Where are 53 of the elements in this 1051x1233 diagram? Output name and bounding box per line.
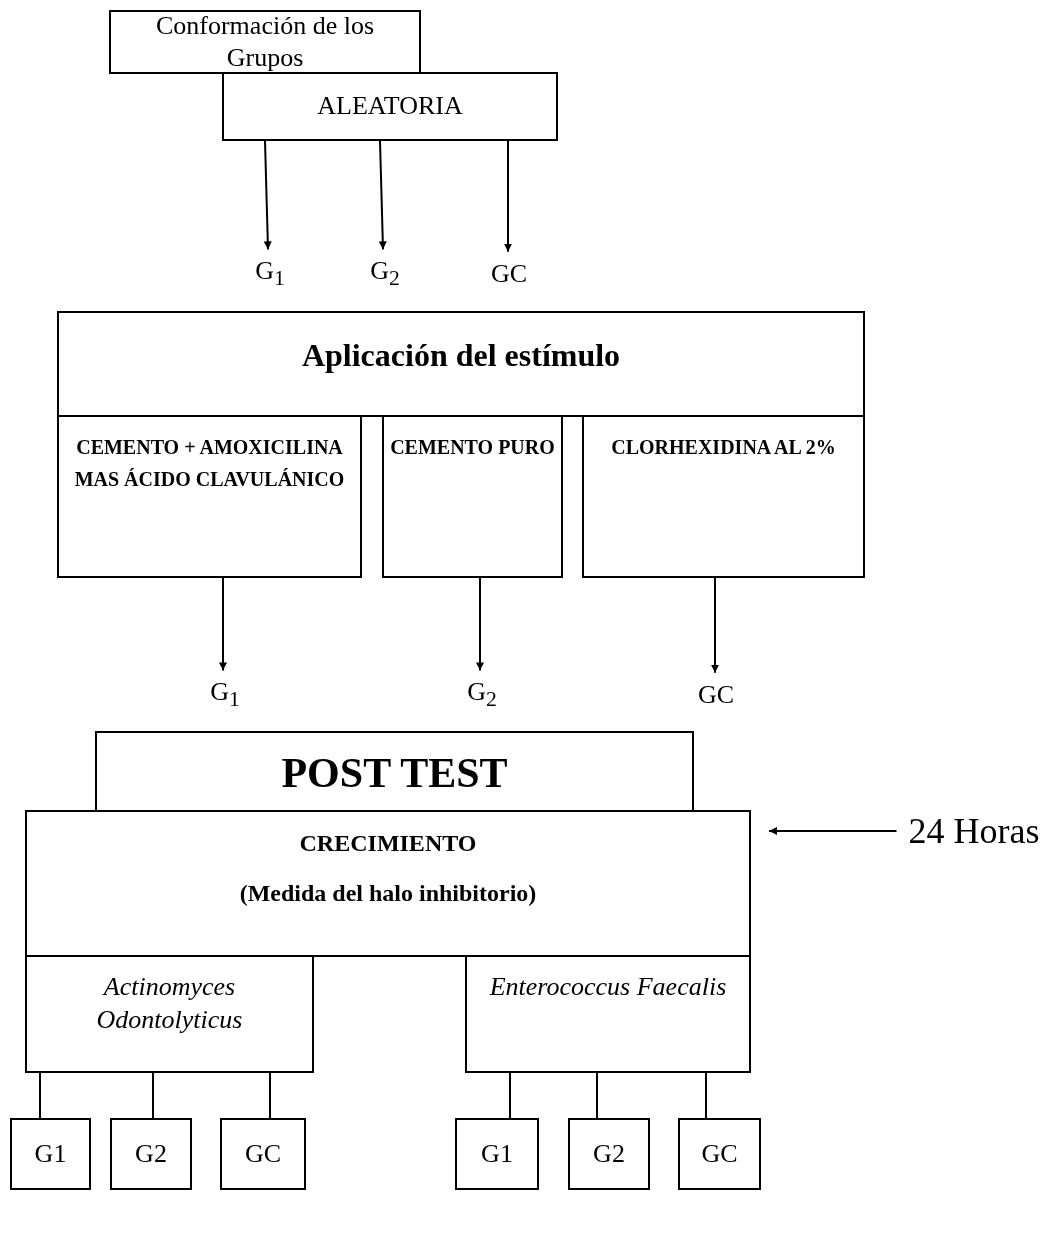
node-text: Conformación de los Grupos <box>154 9 376 74</box>
arrow <box>504 140 512 253</box>
group-box <box>110 1118 192 1190</box>
node-text: Aplicación del estímulo <box>301 336 621 375</box>
connector-line <box>705 1072 707 1119</box>
node-text: CRECIMIENTO <box>299 829 477 858</box>
node-text: CLORHEXIDINA AL 2% <box>611 435 836 460</box>
result-box <box>25 810 751 957</box>
connector-line <box>39 1072 41 1119</box>
treatment-box <box>582 415 865 578</box>
group-label: G$_{2}$ <box>467 676 497 714</box>
group-box <box>455 1118 539 1190</box>
process-box <box>222 72 558 141</box>
group-label: GC <box>490 257 528 290</box>
node-text: CEMENTO PURO <box>390 435 555 460</box>
group-label: GC <box>697 678 735 711</box>
group-label: G$_{2}$ <box>370 255 400 293</box>
group-label: G$_{1}$ <box>210 676 240 714</box>
connector-line <box>269 1072 271 1119</box>
node-text: (Medida del halo inhibitorio) <box>239 879 537 908</box>
arrow <box>768 827 898 835</box>
node-text: GC <box>244 1137 282 1170</box>
group-label: G$_{1}$ <box>255 255 285 293</box>
arrow <box>263 140 272 251</box>
group-box <box>10 1118 91 1190</box>
treatment-box <box>382 415 563 578</box>
connector-line <box>152 1072 154 1119</box>
node-text: G2 <box>135 1137 167 1170</box>
node-text: ALEATORIA <box>317 90 463 123</box>
group-box <box>220 1118 306 1190</box>
title-box <box>109 10 421 74</box>
group-box <box>568 1118 650 1190</box>
connector-line <box>596 1072 598 1119</box>
treatment-box <box>57 415 362 578</box>
node-text: POST TEST <box>281 749 508 798</box>
organism-box <box>465 955 751 1073</box>
arrow <box>219 577 227 672</box>
node-text: G2 <box>593 1137 625 1170</box>
connector-line <box>509 1072 511 1119</box>
time-label: 24 Horas <box>908 809 1040 853</box>
stage-box <box>57 311 865 417</box>
organism-box <box>25 955 314 1073</box>
node-text: GC <box>701 1137 738 1170</box>
group-box <box>678 1118 761 1190</box>
node-text: G1 <box>34 1137 67 1170</box>
node-text: Enterococcus Faecalis <box>489 971 727 1003</box>
stage-box <box>95 731 694 812</box>
arrow <box>476 577 484 672</box>
node-text: CEMENTO + AMOXICILINA MAS ÁCIDO CLAVULÁNICO <box>73 435 346 492</box>
node-text: Actinomyces Odontolyticus <box>95 971 244 1036</box>
arrow <box>711 577 719 674</box>
node-text: G1 <box>481 1137 513 1170</box>
arrow <box>378 140 387 251</box>
